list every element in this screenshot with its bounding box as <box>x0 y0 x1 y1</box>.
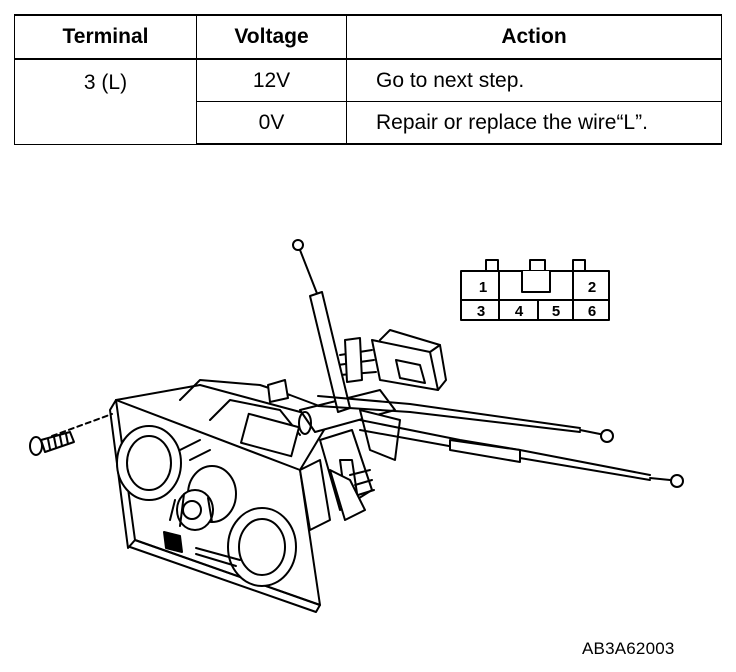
control-mechanism <box>179 379 401 531</box>
action-cell: Repair or replace the wire“L”. <box>346 101 722 145</box>
control-cable-vertical <box>292 239 351 413</box>
voltage-cell: 12V <box>196 58 347 102</box>
terminal-voltage-table: Terminal Voltage Action 3 (L) 12V Go to … <box>14 14 722 145</box>
mounting-screw <box>29 413 113 456</box>
table-header-row: Terminal Voltage Action <box>14 14 722 60</box>
connector-diagram <box>460 259 610 321</box>
table-row: 3 (L) 12V Go to next step. <box>14 58 722 145</box>
header-voltage: Voltage <box>196 14 347 60</box>
table-row: 0V Repair or replace the wire“L”. <box>15 101 722 145</box>
pin-4-label: 4 <box>515 303 524 320</box>
figure-code: AB3A62003 <box>582 639 675 658</box>
connector-pin-numbers: 1 2 3 4 5 6 <box>477 279 596 320</box>
heater-control-illustration: 1 2 3 4 5 6 <box>29 239 684 613</box>
action-cell: Go to next step. <box>346 58 722 102</box>
pin-5-label: 5 <box>552 303 560 320</box>
header-action: Action <box>346 14 722 60</box>
header-terminal: Terminal <box>14 14 197 60</box>
pin-1-label: 1 <box>479 279 487 296</box>
terminal-cell: 3 (L) <box>14 58 197 145</box>
pin-3-label: 3 <box>477 303 485 320</box>
wire-connector <box>337 329 447 391</box>
pin-2-label: 2 <box>588 279 596 296</box>
pin-6-label: 6 <box>588 303 596 320</box>
control-panel <box>109 384 331 613</box>
control-cable-middle <box>317 395 614 443</box>
voltage-cell: 0V <box>196 101 347 145</box>
control-cable-lower <box>359 419 684 488</box>
